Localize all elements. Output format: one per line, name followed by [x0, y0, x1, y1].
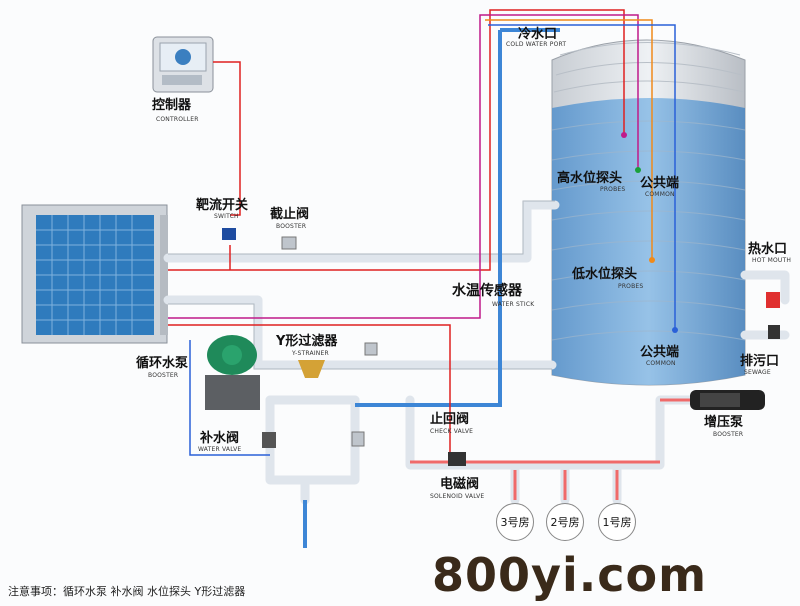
stop-valve-label-en: BOOSTER	[276, 223, 307, 230]
common-bottom-label-en: COMMON	[646, 360, 676, 367]
note-text: 注意事项：循环水泵 补水阀 水位探头 Y形过滤器	[8, 585, 246, 598]
makeup-valve-label: 补水阀	[200, 431, 240, 446]
drain-label-en: SEWAGE	[744, 369, 771, 376]
room-1: 1号房	[598, 503, 636, 541]
stop-valve-label: 截止阀	[270, 207, 310, 222]
common-top-label-en: COMMON	[645, 191, 675, 198]
watermark-text: 800yi.com	[432, 548, 708, 602]
low-probe-label: 低水位探头	[572, 267, 638, 282]
solenoid-valve-label-en: SOLENOID VALVE	[430, 493, 485, 500]
y-strainer	[298, 360, 325, 378]
water-temp-sensor-label-en: WATER STICK	[492, 301, 535, 308]
pipe-edges	[168, 200, 555, 370]
cold-water-port-label: 冷水口	[518, 27, 558, 42]
cold-water-port-label-en: COLD WATER PORT	[506, 41, 567, 48]
heat-pump-unit	[21, 204, 168, 344]
water-temp-sensor-label: 水温传感器	[452, 283, 522, 299]
valves	[222, 228, 780, 466]
check-valve-label-en: CHECK VALVE	[430, 428, 474, 435]
booster-pump-label-en: BOOSTER	[713, 431, 744, 438]
common-bottom-label: 公共端	[640, 345, 680, 360]
high-probe-label: 高水位探头	[557, 171, 623, 186]
hot-water-port-label: 热水口	[748, 242, 788, 257]
circulation-pump	[205, 335, 260, 410]
water-tank	[551, 39, 746, 386]
hot-water-port-label-en: HOT MOUTH	[752, 257, 792, 264]
low-probe-label-en: PROBES	[618, 283, 644, 290]
booster-pump-label: 增压泵	[704, 415, 744, 430]
controller-label: 控制器	[152, 98, 192, 113]
switch-label: 靶流开关	[196, 198, 249, 213]
booster-pump	[690, 390, 765, 410]
check-valve-label: 止回阀	[430, 412, 470, 427]
switch-label-en: SWITCH	[214, 213, 239, 220]
control-wires	[168, 9, 676, 460]
room-2: 2号房	[546, 503, 584, 541]
common-top-label: 公共端	[640, 176, 680, 191]
cold-water-pipes	[303, 28, 560, 548]
y-filter-label: Y形过滤器	[276, 334, 338, 349]
circulation-pump-label: 循环水泵	[136, 356, 189, 371]
circulation-pump-label-en: BOOSTER	[148, 372, 179, 379]
drain-label: 排污口	[740, 354, 780, 369]
makeup-valve-label-en: WATER VALVE	[198, 446, 242, 453]
room-3: 3号房	[496, 503, 534, 541]
solenoid-valve-label: 电磁阀	[440, 477, 480, 492]
high-probe-label-en: PROBES	[600, 186, 626, 193]
y-filter-label-en: Y-STRAINER	[292, 350, 329, 357]
controller-label-en: CONTROLLER	[156, 116, 199, 123]
controller-device	[152, 36, 214, 93]
